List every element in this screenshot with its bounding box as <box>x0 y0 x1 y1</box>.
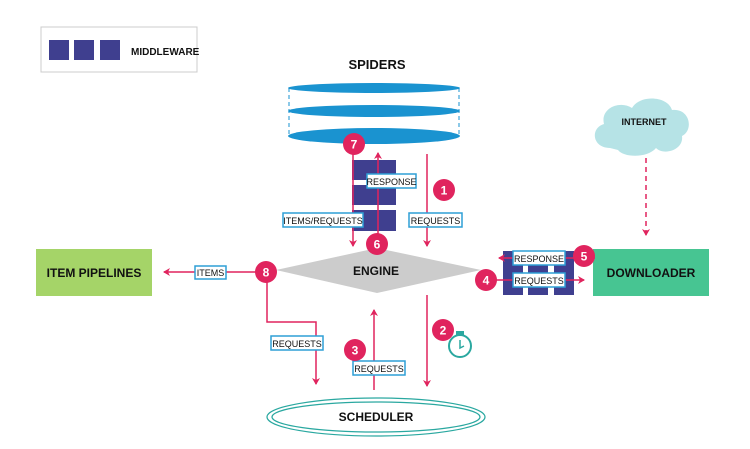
step-badge-3: 3 <box>344 339 366 361</box>
engine-node[interactable]: ENGINE <box>276 248 481 293</box>
svg-text:5: 5 <box>581 250 588 264</box>
step-badge-7: 7 <box>343 133 365 155</box>
tag-requests-1: REQUESTS <box>408 212 463 228</box>
svg-text:REQUESTS: REQUESTS <box>411 216 461 226</box>
svg-text:RESPONSE: RESPONSE <box>514 254 564 264</box>
svg-text:6: 6 <box>374 238 381 252</box>
svg-text:8: 8 <box>263 266 270 280</box>
svg-text:3: 3 <box>352 344 359 358</box>
step-badge-2: 2 <box>432 319 454 341</box>
svg-text:ITEMS: ITEMS <box>197 268 225 278</box>
tag-items-requests: ITEMS/REQUESTS <box>282 212 364 228</box>
middleware-swatch <box>49 40 69 60</box>
svg-text:REQUESTS: REQUESTS <box>514 276 564 286</box>
step-badge-1: 1 <box>433 179 455 201</box>
svg-text:REQUESTS: REQUESTS <box>272 339 322 349</box>
svg-text:REQUESTS: REQUESTS <box>354 364 404 374</box>
tag-response-downloader: RESPONSE <box>512 250 566 266</box>
tag-requests-8: REQUESTS <box>270 335 324 351</box>
downloader-label: DOWNLOADER <box>607 266 696 280</box>
middleware-swatch <box>100 40 120 60</box>
tag-items: ITEMS <box>194 265 227 280</box>
scheduler-label: SCHEDULER <box>339 410 414 424</box>
svg-text:ITEMS/REQUESTS: ITEMS/REQUESTS <box>283 216 363 226</box>
legend-label: MIDDLEWARE <box>131 47 200 58</box>
step-badge-5: 5 <box>573 245 595 267</box>
engine-label: ENGINE <box>353 264 399 278</box>
legend: MIDDLEWARE <box>40 26 200 73</box>
middleware-swatch <box>74 40 94 60</box>
item-pipelines-label: ITEM PIPELINES <box>47 266 142 280</box>
svg-text:RESPONSE: RESPONSE <box>366 177 416 187</box>
internet-node[interactable]: INTERNET <box>594 98 689 156</box>
spiders-title: SPIDERS <box>348 57 405 72</box>
internet-label: INTERNET <box>622 117 668 127</box>
tag-requests-downloader: REQUESTS <box>512 272 566 288</box>
step-badge-6: 6 <box>366 233 388 255</box>
svg-text:2: 2 <box>440 324 447 338</box>
step-badge-8: 8 <box>255 261 277 283</box>
scheduler-node[interactable]: SCHEDULER <box>266 397 486 437</box>
tag-requests-3: REQUESTS <box>352 360 406 376</box>
spiders-node[interactable]: SPIDERS <box>288 57 460 144</box>
step-badge-4: 4 <box>475 269 497 291</box>
item-pipelines-node[interactable]: ITEM PIPELINES <box>36 249 152 296</box>
svg-text:1: 1 <box>441 184 448 198</box>
downloader-node[interactable]: DOWNLOADER <box>593 249 709 296</box>
tag-response-spider: RESPONSE <box>366 173 417 189</box>
svg-text:7: 7 <box>351 138 358 152</box>
timer-icon <box>448 331 472 358</box>
svg-text:4: 4 <box>483 274 490 288</box>
